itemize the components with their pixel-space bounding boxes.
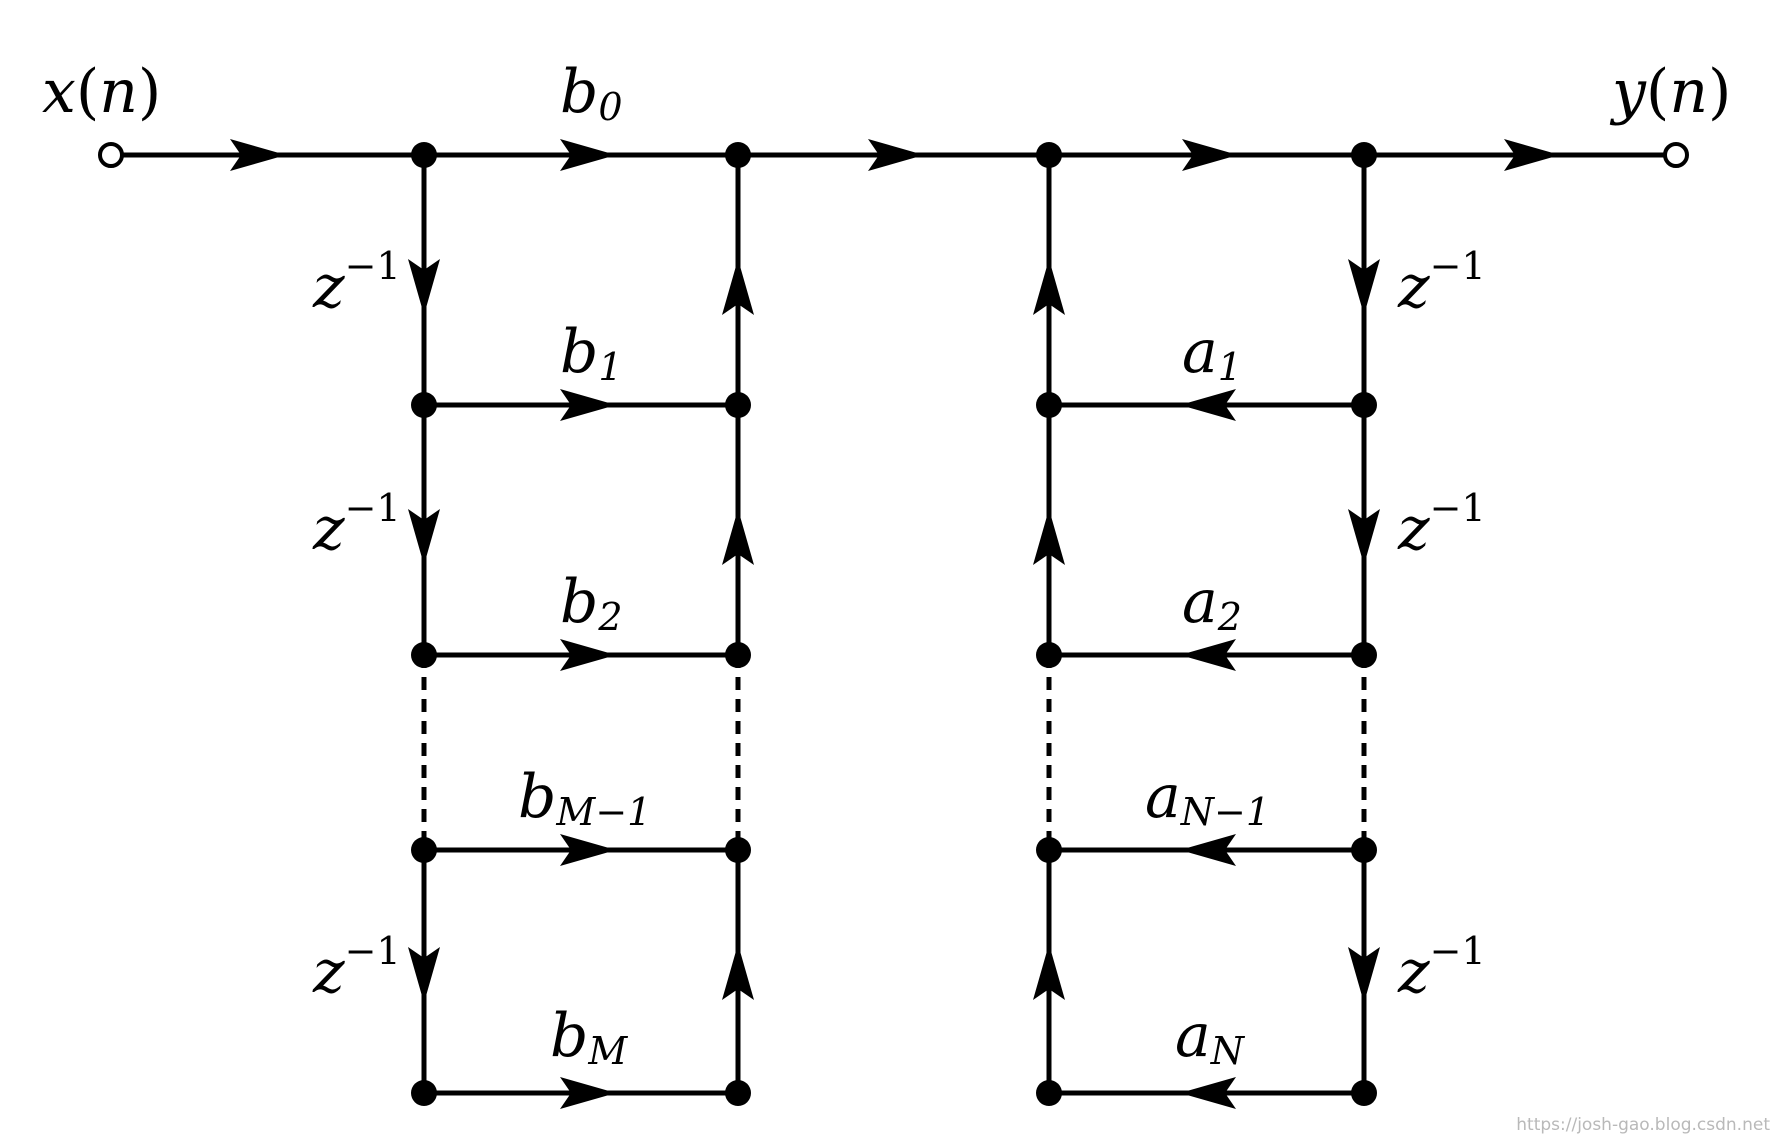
arrow-down	[408, 509, 440, 565]
input-label: x(n)	[42, 57, 161, 127]
arrow-right	[1504, 139, 1560, 171]
node	[1351, 392, 1377, 418]
node	[411, 392, 437, 418]
node	[1351, 837, 1377, 863]
coefficient-a2: a2	[1182, 567, 1242, 639]
node	[411, 642, 437, 668]
coefficient-b2: b2	[560, 567, 623, 639]
output-label: y(n)	[1609, 57, 1731, 127]
delay-label: z−1	[312, 929, 401, 1007]
arrowheads	[230, 139, 1560, 1109]
node	[1036, 142, 1062, 168]
coefficient-aN-1: aN−1	[1145, 762, 1270, 834]
delay-label: z−1	[312, 244, 401, 322]
coefficient-bM: bM	[550, 1001, 628, 1073]
arrow-right	[560, 834, 616, 866]
arrow-right	[560, 389, 616, 421]
delay-label: z−1	[1397, 486, 1486, 564]
node	[725, 642, 751, 668]
node	[1036, 392, 1062, 418]
node	[725, 392, 751, 418]
node	[725, 1080, 751, 1106]
arrow-up	[1033, 259, 1065, 315]
arrow-right	[560, 139, 616, 171]
node	[1036, 1080, 1062, 1106]
arrow-right	[230, 139, 286, 171]
labels: x(n) y(n) b0 b1 b2 bM−1 bM a1 a2 aN−1	[42, 57, 1731, 1073]
arrow-down	[408, 259, 440, 315]
arrow-up	[722, 944, 754, 1000]
delay-label: z−1	[312, 486, 401, 564]
node	[1036, 837, 1062, 863]
watermark: https://josh-gao.blog.csdn.net	[1516, 1115, 1770, 1135]
coefficient-a1: a1	[1182, 317, 1242, 389]
node	[725, 837, 751, 863]
arrow-down	[408, 947, 440, 1003]
arrow-right	[560, 639, 616, 671]
arrow-down	[1348, 509, 1380, 565]
input-terminal	[98, 142, 124, 168]
arrow-up	[722, 509, 754, 565]
node	[725, 142, 751, 168]
output-terminal	[1663, 142, 1689, 168]
node	[411, 837, 437, 863]
arrow-left	[1180, 1077, 1236, 1109]
arrow-right	[868, 139, 924, 171]
arrow-down	[1348, 259, 1380, 315]
arrow-up	[1033, 944, 1065, 1000]
nodes	[98, 142, 1689, 1106]
node	[1351, 142, 1377, 168]
delay-label: z−1	[1397, 244, 1486, 322]
coefficient-bM-1: bM−1	[518, 762, 651, 834]
arrow-left	[1180, 389, 1236, 421]
arrow-right	[560, 1077, 616, 1109]
coefficient-b0: b0	[560, 57, 623, 129]
node	[411, 1080, 437, 1106]
arrow-up	[722, 259, 754, 315]
arrow-right	[1182, 139, 1238, 171]
arrow-down	[1348, 947, 1380, 1003]
coefficient-b1: b1	[560, 317, 623, 389]
arrow-left	[1180, 639, 1236, 671]
node	[411, 142, 437, 168]
node	[1351, 642, 1377, 668]
arrow-left	[1180, 834, 1236, 866]
node	[1351, 1080, 1377, 1106]
arrow-up	[1033, 509, 1065, 565]
node	[1036, 642, 1062, 668]
coefficient-aN: aN	[1175, 1001, 1246, 1073]
delay-label: z−1	[1397, 929, 1486, 1007]
